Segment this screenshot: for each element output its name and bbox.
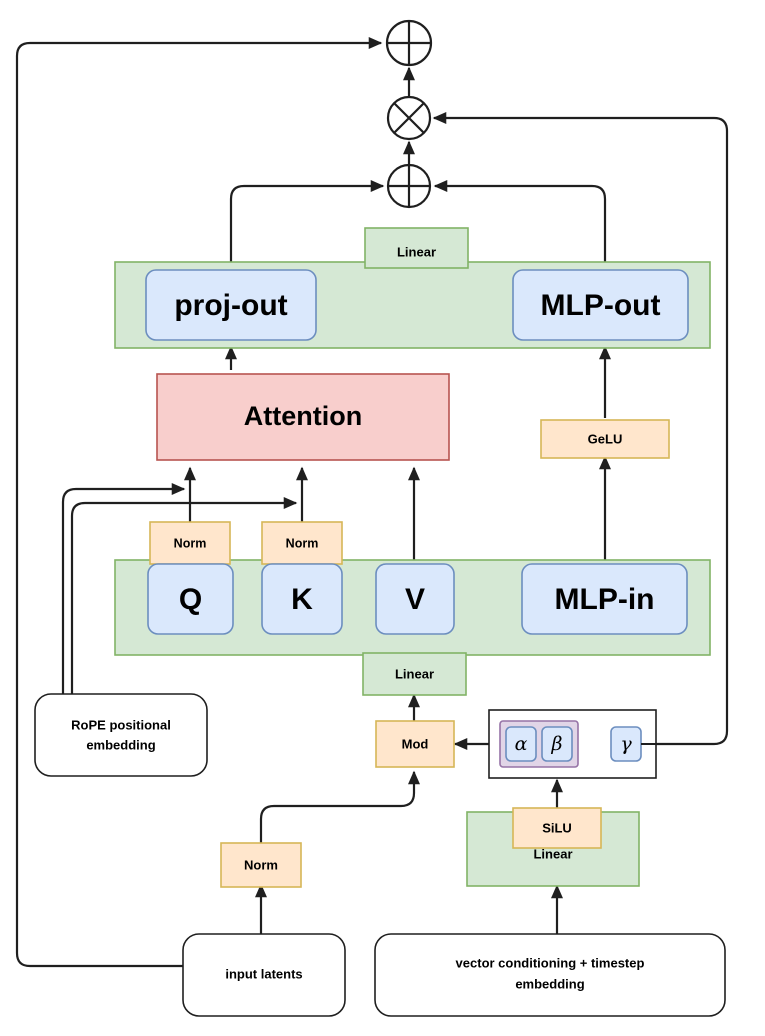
beta-rect[interactable] [541,726,573,762]
mod-label: Mod [402,736,429,751]
plus-icon [387,21,431,65]
edge-residual-outer [15,36,383,968]
node-v[interactable]: V [375,563,455,635]
node-norm-q[interactable]: Norm [149,521,231,565]
input-latents-label: input latents [225,966,302,981]
node-attention[interactable]: Attention [156,373,450,461]
rope-rect[interactable] [34,693,208,777]
node-input-latents[interactable]: input latents [182,933,346,1017]
node-norm-in[interactable]: Norm [220,842,302,888]
mlp-in-label: MLP-in [555,583,655,616]
multiply-icon [393,102,425,134]
node-mlp-in[interactable]: MLP-in [521,563,688,635]
alpha-label: α [515,733,528,755]
v-rect[interactable] [375,563,455,635]
v-label: V [405,583,425,616]
k-label: K [291,583,313,616]
proj-out-label: proj-out [174,289,287,322]
gelu-rect[interactable] [540,419,670,459]
edge-norm-to-mod [259,770,421,845]
node-rope[interactable]: RoPE positional embedding [34,693,208,777]
k-rect[interactable] [261,563,343,635]
linear-qkv-label: Linear [395,666,434,681]
linear-top-label: Linear [397,244,436,259]
edge-projout-to-add [229,179,385,262]
node-mod[interactable]: Mod [375,720,455,768]
op-add-mid[interactable] [386,163,432,209]
mlp-out-rect[interactable] [512,269,689,341]
rope-label-line1: RoPE positional [71,717,171,732]
node-gelu[interactable]: GeLU [540,419,670,459]
attention-rect[interactable] [156,373,450,461]
norm-k-label: Norm [286,536,319,550]
norm-in-rect[interactable] [220,842,302,888]
q-label: Q [179,583,202,616]
silu-rect[interactable] [512,807,602,849]
q-rect[interactable] [147,563,234,635]
op-add-top[interactable] [385,19,433,67]
node-modulation-params: α β γ [488,709,657,779]
linear-cond-label: Linear [533,846,572,861]
plus-icon-mid [388,165,430,207]
mlp-in-rect[interactable] [521,563,688,635]
node-linear-top[interactable]: Linear [364,227,469,269]
attention-label: Attention [244,401,362,431]
linear-top-rect[interactable] [364,227,469,269]
norm-q-rect[interactable] [149,521,231,565]
mod-rect[interactable] [375,720,455,768]
norm-q-label: Norm [174,536,207,550]
norm-k-rect[interactable] [261,521,343,565]
proj-out-rect[interactable] [145,269,317,341]
node-norm-k[interactable]: Norm [261,521,343,565]
edge-rope-to-k [70,496,298,695]
node-proj-out[interactable]: proj-out [145,269,317,341]
rope-label-line2: embedding [86,737,155,752]
norm-in-label: Norm [244,857,278,872]
edge-mlpout-to-add [433,179,607,262]
silu-label: SiLU [542,820,572,835]
edge-rope-to-q [61,482,186,695]
mlp-out-label: MLP-out [541,289,661,322]
node-conditioning[interactable]: vector conditioning + timestep embedding [374,933,726,1017]
conditioning-label-line1: vector conditioning + timestep [456,955,645,970]
edge-gamma-to-multiply [432,111,729,746]
input-latents-rect[interactable] [182,933,346,1017]
conditioning-label-line2: embedding [515,976,584,991]
gelu-label: GeLU [588,431,623,446]
linear-qkv-rect[interactable] [362,652,467,696]
conditioning-rect[interactable] [374,933,726,1017]
beta-label: β [551,733,563,755]
node-q[interactable]: Q [147,563,234,635]
gamma-label: γ [620,733,632,755]
node-k[interactable]: K [261,563,343,635]
alpha-rect[interactable] [505,726,537,762]
op-multiply[interactable] [386,95,432,141]
node-linear-qkv[interactable]: Linear [362,652,467,696]
node-silu[interactable]: SiLU [512,807,602,849]
node-mlp-out[interactable]: MLP-out [512,269,689,341]
